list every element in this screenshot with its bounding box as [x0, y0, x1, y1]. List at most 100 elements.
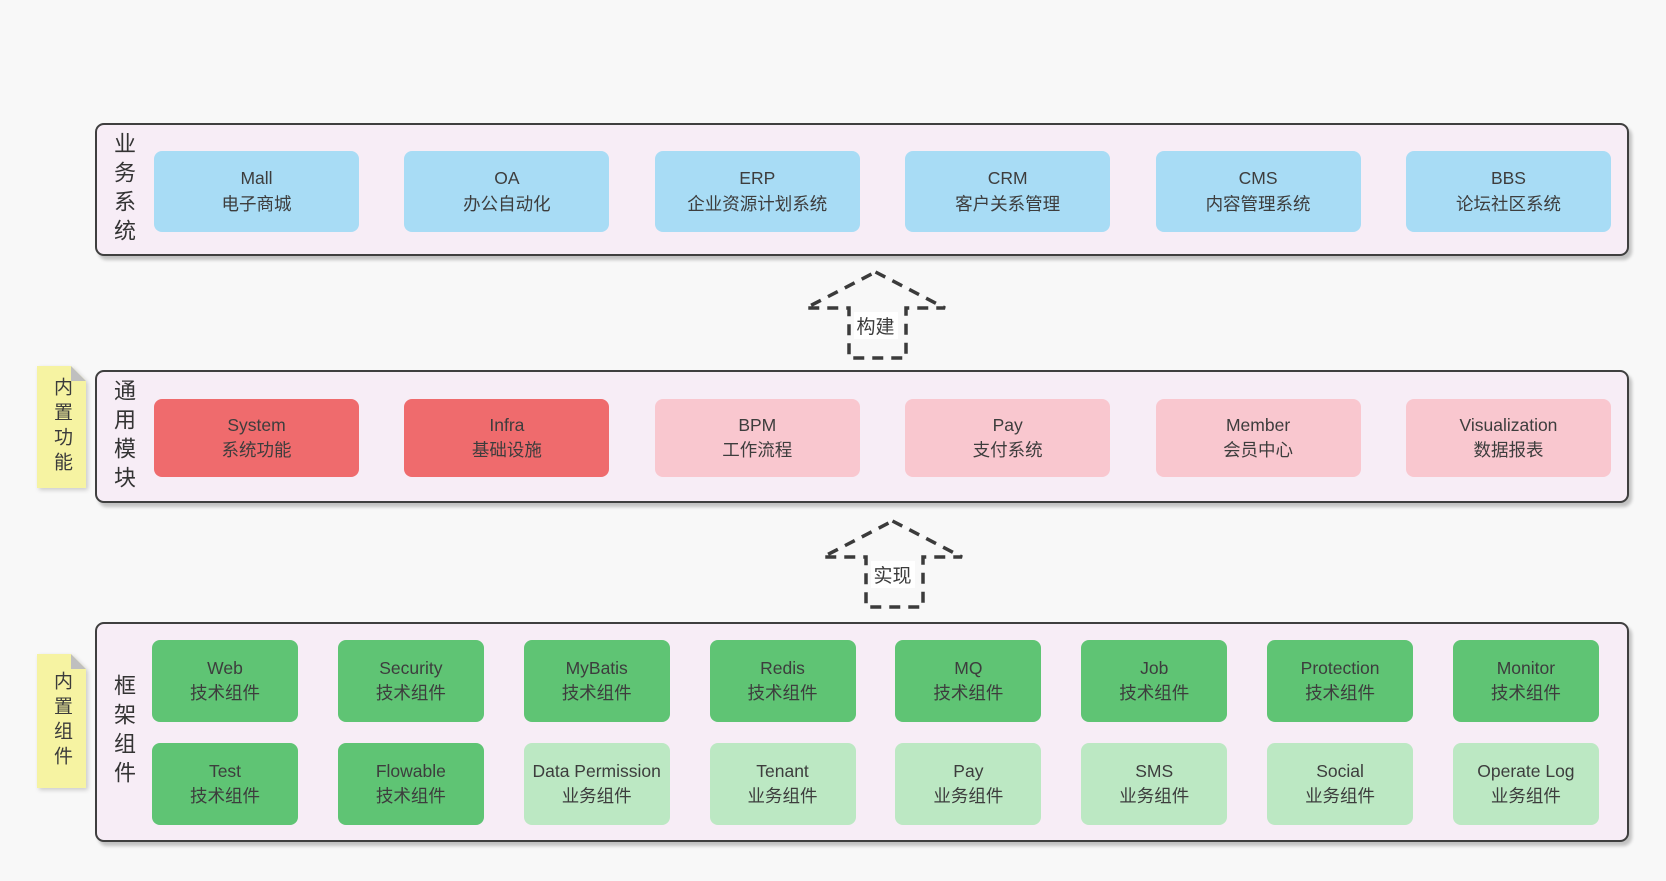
box-title: OA: [494, 168, 520, 189]
box-subtitle: 业务组件: [1305, 786, 1376, 806]
box-subtitle: 技术组件: [190, 683, 260, 703]
box-subtitle: 会员中心: [1223, 440, 1294, 460]
box-subtitle: 技术组件: [561, 683, 632, 703]
box-crm: CRM 客户关系管理: [905, 151, 1111, 232]
box-test: Test 技术组件: [152, 743, 298, 825]
business-band-side-label: 业务系统: [111, 131, 136, 248]
sticky-fold-corner-icon: [71, 654, 86, 669]
box-bbs: BBS 论坛社区系统: [1405, 151, 1611, 232]
box-oa: OA 办公自动化: [404, 151, 610, 232]
box-title: Flowable: [375, 760, 446, 781]
sticky-note-label: 内置组件: [51, 671, 72, 771]
box-title: Data Permission: [532, 760, 661, 781]
box-system: System 系统功能: [154, 399, 359, 477]
box-member: Member 会员中心: [1155, 399, 1361, 477]
box-title: Mall: [240, 168, 273, 189]
sticky-note-built-in-components: 内置组件: [37, 654, 86, 788]
box-subtitle: 技术组件: [375, 786, 446, 806]
box-subtitle: 基础设施: [471, 440, 542, 460]
box-title: Redis: [760, 657, 805, 678]
box-title: MyBatis: [565, 657, 628, 678]
box-subtitle: 办公自动化: [463, 193, 551, 214]
box-title: Member: [1225, 414, 1291, 435]
build-arrow-up-icon: 构建: [804, 270, 947, 360]
box-title: Protection: [1300, 657, 1380, 678]
box-sms: SMS 业务组件: [1081, 743, 1228, 825]
box-mall: Mall 电子商城: [154, 151, 359, 232]
implement-arrow-up-icon: 实现: [821, 519, 964, 609]
sticky-note-built-in-features: 内置功能: [37, 366, 86, 488]
box-subtitle: 系统功能: [221, 440, 292, 460]
box-subtitle: 论坛社区系统: [1455, 193, 1561, 214]
box-flowable: Flowable 技术组件: [337, 743, 484, 825]
box-title: Visualization: [1459, 414, 1558, 435]
box-cms: CMS 内容管理系统: [1155, 151, 1361, 232]
box-bpm: BPM 工作流程: [654, 399, 860, 477]
box-subtitle: 企业资源计划系统: [687, 193, 828, 214]
box-title: Web: [207, 657, 243, 678]
box-title: MQ: [954, 657, 983, 678]
box-title: Test: [208, 760, 242, 781]
common-modules-band: 通用模块 System 系统功能 Infra 基础设施 BPM 工作流程 Pay…: [95, 370, 1629, 503]
business-systems-band: 业务系统 Mall 电子商城 OA 办公自动化 ERP 企业资源计划系统 CRM…: [95, 123, 1629, 256]
components-box-row-2: Test 技术组件 Flowable 技术组件 Data Permission …: [152, 743, 1599, 825]
box-title: Security: [379, 657, 443, 678]
box-monitor: Monitor 技术组件: [1452, 640, 1599, 722]
box-security: Security 技术组件: [337, 640, 484, 722]
box-mybatis: MyBatis 技术组件: [523, 640, 670, 722]
dashed-up-arrow-icon: [822, 519, 963, 609]
business-box-row: Mall 电子商城 OA 办公自动化 ERP 企业资源计划系统 CRM 客户关系…: [154, 151, 1611, 232]
box-title: System: [227, 414, 286, 435]
box-title: Pay: [992, 414, 1023, 435]
box-subtitle: 业务组件: [1490, 786, 1561, 806]
box-title: CRM: [987, 168, 1028, 189]
box-subtitle: 业务组件: [1119, 786, 1190, 806]
build-arrow-label: 构建: [853, 312, 898, 339]
box-redis: Redis 技术组件: [709, 640, 856, 722]
box-subtitle: 业务组件: [561, 786, 632, 806]
box-subtitle: 技术组件: [190, 786, 260, 806]
box-subtitle: 工作流程: [722, 440, 793, 460]
box-mq: MQ 技术组件: [895, 640, 1042, 722]
box-data-permission: Data Permission 业务组件: [523, 743, 670, 825]
sticky-fold-corner-icon: [71, 366, 86, 381]
box-web: Web 技术组件: [152, 640, 298, 722]
box-social: Social 业务组件: [1267, 743, 1414, 825]
box-protection: Protection 技术组件: [1267, 640, 1414, 722]
box-subtitle: 业务组件: [933, 786, 1004, 806]
box-pay-biz: Pay 业务组件: [895, 743, 1042, 825]
box-title: Operate Log: [1477, 760, 1575, 781]
box-subtitle: 技术组件: [933, 683, 1004, 703]
box-title: SMS: [1135, 760, 1174, 781]
box-title: CMS: [1238, 168, 1278, 189]
framework-components-band: 框架组件 Web 技术组件 Security 技术组件 MyBatis 技术组件…: [95, 622, 1629, 842]
modules-band-side-label: 通用模块: [111, 378, 136, 495]
box-subtitle: 业务组件: [747, 786, 818, 806]
box-visualization: Visualization 数据报表: [1405, 399, 1611, 477]
box-pay: Pay 支付系统: [905, 399, 1111, 477]
box-title: Monitor: [1496, 657, 1556, 678]
box-job: Job 技术组件: [1081, 640, 1228, 722]
box-title: Social: [1316, 760, 1364, 781]
box-tenant: Tenant 业务组件: [709, 743, 856, 825]
box-subtitle: 技术组件: [375, 683, 446, 703]
components-box-row-1: Web 技术组件 Security 技术组件 MyBatis 技术组件 Redi…: [152, 640, 1599, 722]
box-title: Tenant: [756, 760, 809, 781]
components-band-side-label: 框架组件: [111, 674, 136, 790]
box-subtitle: 数据报表: [1473, 440, 1544, 460]
modules-box-row: System 系统功能 Infra 基础设施 BPM 工作流程 Pay 支付系统…: [154, 399, 1611, 477]
box-title: BPM: [738, 414, 777, 435]
sticky-note-label: 内置功能: [51, 377, 72, 477]
dashed-up-arrow-icon: [805, 270, 946, 360]
box-subtitle: 技术组件: [1490, 683, 1561, 703]
box-subtitle: 客户关系管理: [955, 193, 1061, 214]
box-subtitle: 电子商城: [221, 193, 292, 214]
box-title: Infra: [489, 414, 525, 435]
box-subtitle: 技术组件: [1305, 683, 1376, 703]
implement-arrow-label: 实现: [870, 561, 915, 588]
box-subtitle: 技术组件: [747, 683, 818, 703]
box-subtitle: 内容管理系统: [1205, 193, 1311, 214]
box-title: Pay: [953, 760, 984, 781]
box-infra: Infra 基础设施: [404, 399, 610, 477]
box-erp: ERP 企业资源计划系统: [654, 151, 860, 232]
